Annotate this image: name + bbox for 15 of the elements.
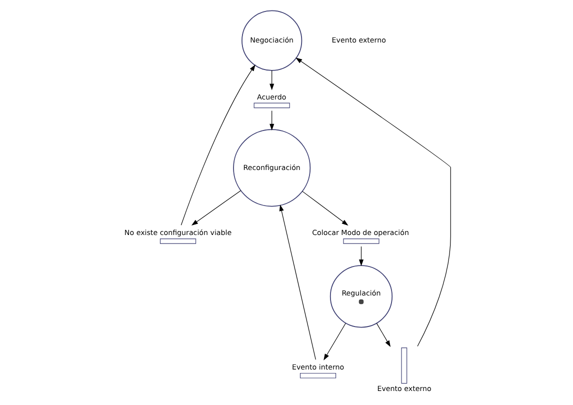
node-box [254, 102, 290, 108]
arrow [270, 110, 274, 130]
arrow [296, 58, 451, 347]
arrow [180, 64, 256, 226]
arrow [270, 70, 274, 90]
node-box [300, 372, 336, 378]
node-box [160, 238, 196, 244]
arrow [376, 323, 391, 348]
node-box [343, 238, 380, 244]
arrow [191, 190, 242, 226]
arrow [279, 204, 316, 360]
node-box [401, 348, 408, 384]
arrow [302, 191, 348, 226]
arrow [324, 322, 346, 360]
arrow [358, 246, 364, 266]
